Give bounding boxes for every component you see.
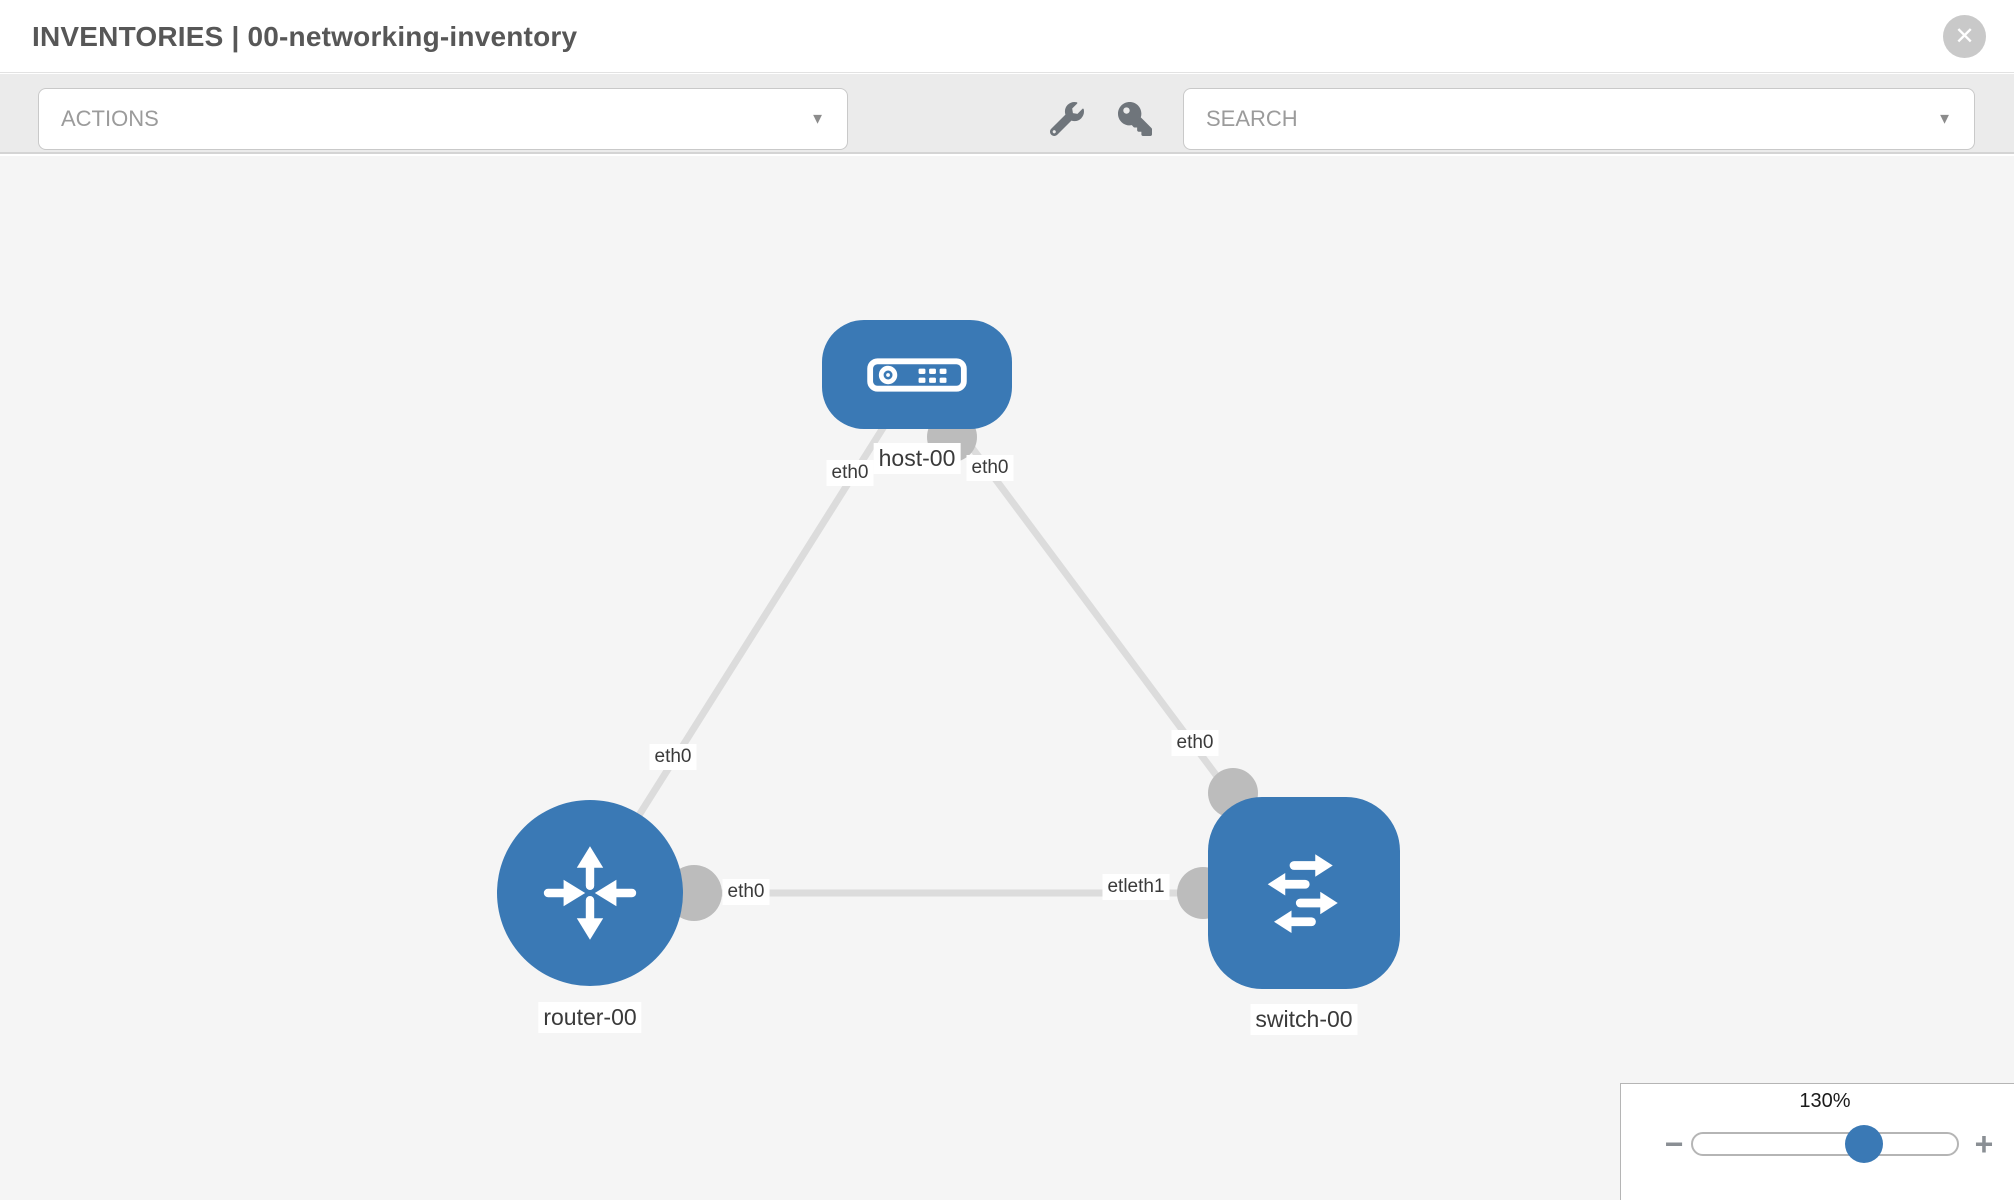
page-title: INVENTORIES | 00-networking-inventory [32,21,578,52]
interface-label: eth0 [966,455,1014,481]
close-icon: ✕ [1954,22,1975,50]
chevron-down-icon: ▼ [810,110,825,128]
minus-icon: − [1664,1126,1684,1162]
plus-icon: + [1974,1126,1994,1162]
node-label-switch-00: switch-00 [1250,1004,1358,1035]
node-router-00[interactable] [497,800,683,986]
actions-dropdown-label: ACTIONS [61,106,159,131]
search-dropdown-label: SEARCH [1206,106,1298,131]
chevron-down-icon: ▼ [1937,110,1952,128]
interface-label: eth0 [1171,730,1219,756]
wrench-icon [1050,102,1084,136]
zoom-in-button[interactable]: + [1964,1124,2004,1164]
node-label-host-00: host-00 [873,443,961,474]
zoom-slider-track[interactable] [1691,1132,1959,1156]
key-icon [1118,102,1152,136]
search-dropdown[interactable]: SEARCH ▼ [1183,88,1975,150]
zoom-control-panel: 130% − + [1620,1083,2014,1200]
node-host-00[interactable] [822,320,1012,429]
node-switch-00[interactable] [1208,797,1400,989]
node-label-router-00: router-00 [538,1002,642,1033]
configure-button[interactable] [1044,96,1090,142]
topology-canvas[interactable]: eth0 eth0 eth0 eth0 eth0 etleth1 host-00… [0,156,2014,1200]
interface-label: eth0 [649,744,697,770]
server-icon [867,357,967,392]
header: INVENTORIES | 00-networking-inventory ✕ [0,0,2014,73]
router-arrows-icon [543,846,637,940]
interface-label: eth0 [826,460,874,486]
topology-links-layer [587,371,1307,921]
zoom-slider-thumb[interactable] [1845,1125,1883,1163]
toolbar: ACTIONS ▼ SEARCH ▼ [0,74,2014,154]
interface-label: eth0 [722,879,770,905]
credentials-button[interactable] [1112,96,1158,142]
interface-label: etleth1 [1102,874,1170,900]
close-button[interactable]: ✕ [1943,15,1986,58]
zoom-percentage: 130% [1799,1090,1851,1112]
zoom-out-button[interactable]: − [1654,1124,1694,1164]
actions-dropdown[interactable]: ACTIONS ▼ [38,88,848,150]
switch-arrows-icon [1267,854,1338,933]
